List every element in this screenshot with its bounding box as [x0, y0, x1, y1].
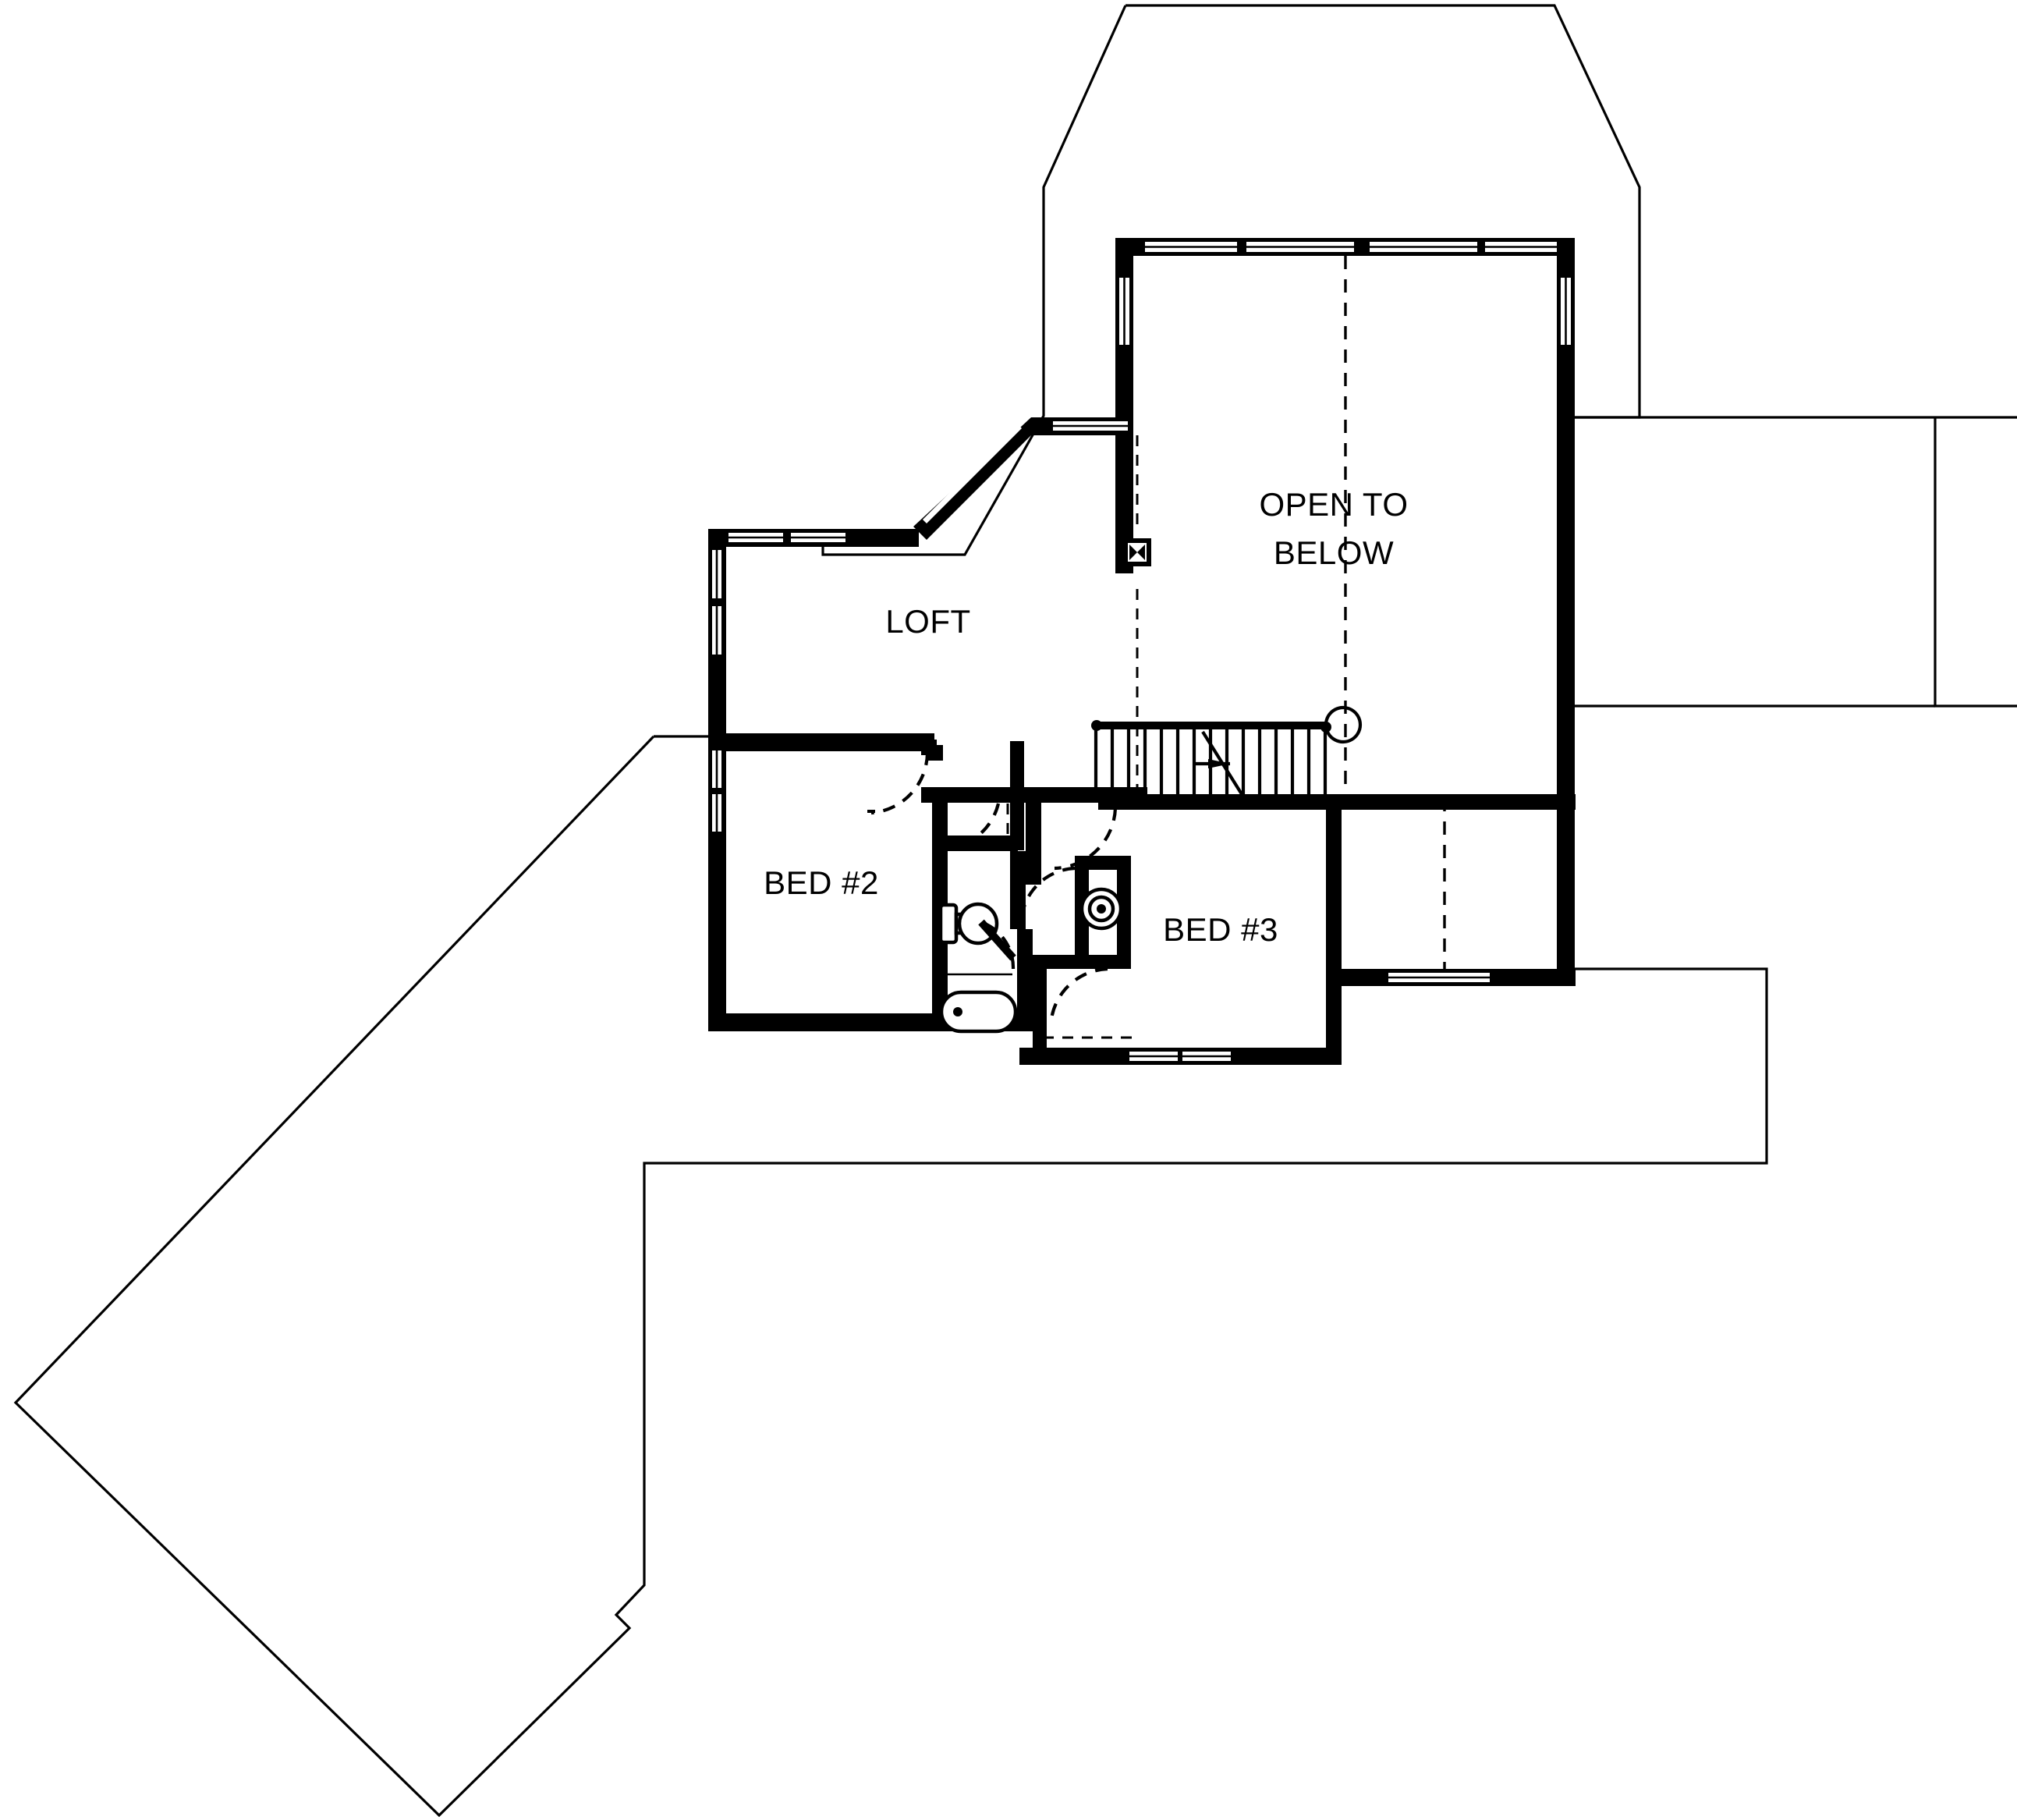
newel-post-symbol	[1123, 538, 1151, 566]
door-bed2-closet-swing	[945, 803, 1001, 851]
room-labels-group: LOFT OPEN TO BELOW BED #2 BED #3	[764, 486, 1408, 948]
door-bathroom-panel	[978, 919, 1016, 961]
stair-start-dot	[1091, 720, 1102, 731]
sink-closet-bottom-wall	[1033, 955, 1131, 969]
right-lower-roof	[1031, 967, 1768, 1165]
sink-closet-right-wall	[1117, 856, 1131, 969]
stair-treads	[1094, 726, 1328, 794]
staircase-group	[1091, 705, 1362, 796]
stair-bottom-wall	[1098, 794, 1576, 810]
label-open-to-below-line2: BELOW	[1274, 534, 1394, 571]
newel-post-dot	[1320, 722, 1331, 733]
dashed-lines-group	[938, 256, 1446, 1039]
walls-group	[708, 238, 1576, 1065]
upper-gable-roof-outline-left	[821, 5, 1127, 556]
right-roof-edge-vertical	[1934, 417, 2017, 708]
bed2-closet-wall-h	[932, 835, 1018, 851]
fixtures-group	[938, 887, 1123, 1034]
bed3-closet-top-wall	[1033, 955, 1047, 969]
hall-right-wall	[1026, 787, 1041, 885]
door-bed3-jamb	[1100, 794, 1115, 808]
door-bed3-swing	[1054, 807, 1118, 871]
diagonal-wall	[913, 417, 1031, 540]
label-open-to-below-line1: OPEN TO	[1259, 486, 1408, 523]
label-loft: LOFT	[885, 603, 970, 640]
bed3-closet-shelf-dashed	[1041, 979, 1135, 1039]
bath-right-wall	[1010, 851, 1026, 929]
open-below-right-wall	[1557, 238, 1575, 979]
sink-fixture	[1079, 887, 1123, 931]
label-bed2: BED #2	[764, 864, 879, 901]
bed3-right-wall	[1326, 794, 1342, 1048]
label-bed3: BED #3	[1163, 911, 1278, 948]
door-bed2-closet-jamb	[932, 796, 946, 810]
bed2-closet-shelf-dashed	[938, 804, 1009, 847]
bed3-soffit-dashed	[1342, 806, 1446, 969]
bathtub-fixture	[939, 990, 1018, 1034]
loft-bottom-wall	[708, 733, 934, 751]
door-bed2-swing	[870, 752, 930, 815]
bed3-closet-left-wall	[1033, 969, 1047, 1048]
bed2-bottom-wall	[708, 1013, 950, 1031]
bath-right-wall-lower	[1017, 929, 1033, 1031]
door-bed3-closet-jamb	[1108, 955, 1131, 969]
roof-outline-group	[13, 4, 2017, 1818]
doors-group	[867, 740, 1131, 1020]
door-bed3-closet-swing	[1049, 967, 1108, 1020]
sink-closet-top-wall	[1075, 856, 1131, 870]
loft-opening-jamb	[921, 740, 937, 755]
stair-handrail-curve	[1324, 705, 1362, 744]
door-linen-swing	[1019, 866, 1076, 917]
lower-left-roof-polygon	[13, 735, 1031, 1818]
bed3-bottom-wall	[1019, 1048, 1342, 1065]
